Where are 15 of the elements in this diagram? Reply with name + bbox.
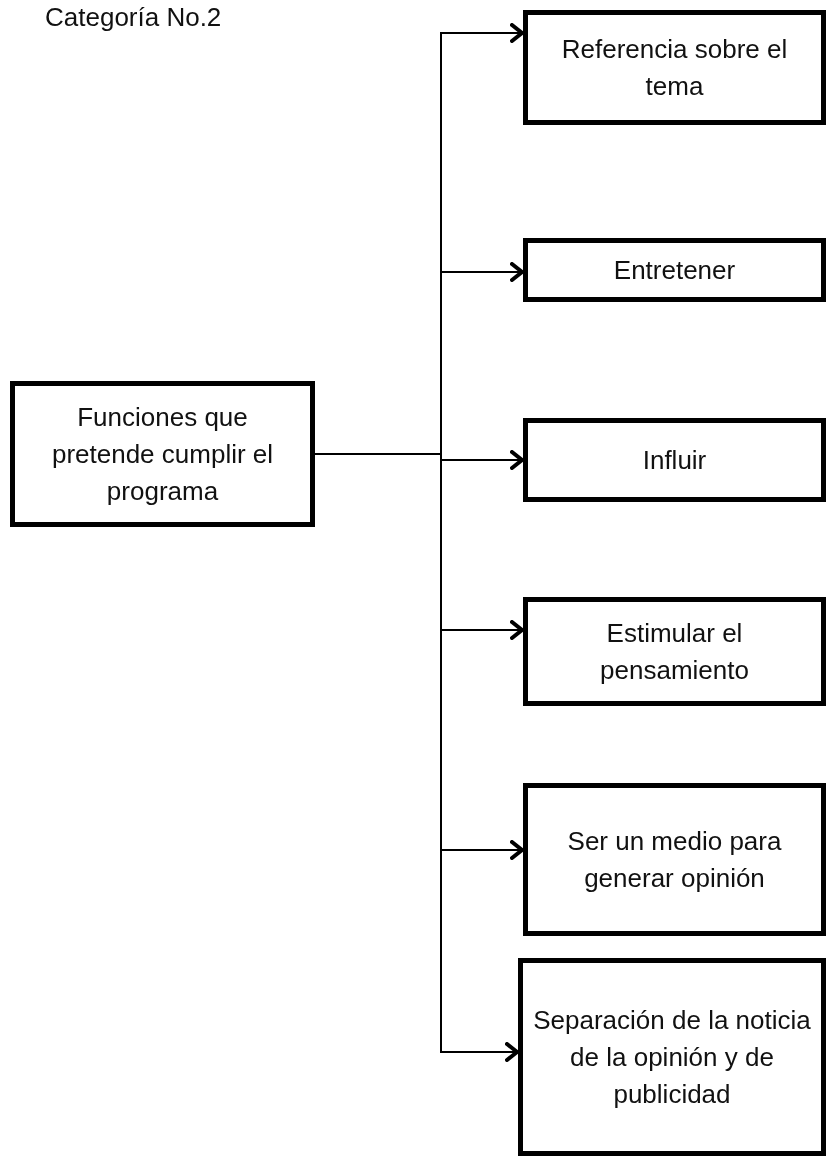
box-label: Influir — [641, 443, 708, 477]
box-label: Referencia sobre el tema — [560, 32, 789, 103]
process-box — [523, 10, 826, 125]
process-box — [523, 597, 826, 706]
process-box — [10, 381, 315, 527]
box-label: Entretener — [612, 253, 737, 287]
diagram-title: Categoría No.2 — [45, 2, 222, 33]
box-label: Separación de la noticia de la opinión y de publicidad — [532, 1003, 812, 1111]
process-box — [523, 238, 826, 302]
process-box — [518, 958, 826, 1156]
box-label: Ser un medio para generar opinión — [566, 824, 783, 895]
box-label: Estimular el pensamiento — [599, 616, 750, 687]
box-label: Funciones que pretende cumplir el programa — [50, 400, 275, 508]
process-box — [523, 783, 826, 936]
process-box — [523, 418, 826, 502]
